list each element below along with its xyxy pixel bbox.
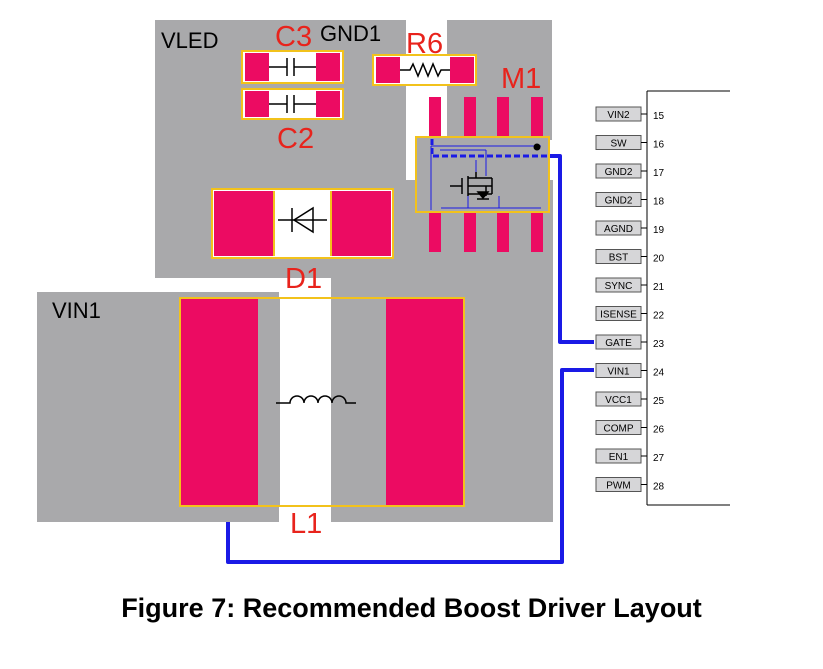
vin1-label: VIN1 <box>52 298 101 323</box>
diode-symbol-icon <box>278 206 327 234</box>
capacitor-symbol-icon <box>269 95 316 113</box>
capacitor-symbol-icon <box>269 58 316 76</box>
mosfet-symbol-icon <box>450 172 493 200</box>
ic-pin-row: BST 20 <box>595 249 665 265</box>
ic-pin-number: 19 <box>653 225 665 236</box>
ic-pin-row: GATE 23 <box>595 334 665 350</box>
ic-pin-row: VIN2 15 <box>595 106 665 122</box>
gnd1-label: GND1 <box>320 21 381 46</box>
ic-pin-number: 21 <box>653 282 665 293</box>
ic-pin-row: VCC1 25 <box>595 391 665 407</box>
ic-pin-row: VIN1 24 <box>595 363 665 379</box>
ic-pin-row: COMP 26 <box>595 420 665 436</box>
r6-ref-label: R6 <box>406 28 443 60</box>
capacitor-c2 <box>241 88 344 120</box>
ic-pin-row: SW 16 <box>595 135 665 151</box>
ic-pin-row: ISENSE 22 <box>595 306 665 322</box>
ic-pin-row: PWM 28 <box>595 477 665 493</box>
ic-pin-name: PWM <box>606 481 630 492</box>
d1-ref-label: D1 <box>285 263 322 295</box>
resistor-symbol-icon <box>400 62 450 78</box>
c2-pad-left <box>245 91 269 117</box>
capacitor-c3 <box>241 50 344 84</box>
ic-pin-number: 16 <box>653 140 665 151</box>
l1-ref-label: L1 <box>290 508 322 540</box>
m1-gate-dashed-trace <box>430 139 552 158</box>
resistor-r6 <box>372 54 477 86</box>
ic-pin-name: VIN2 <box>607 110 630 121</box>
l1-pad-right <box>386 299 463 505</box>
ic-pin-name: GND2 <box>605 167 633 178</box>
r6-pad-right <box>450 57 474 83</box>
m1-body <box>415 136 550 213</box>
ic-pin-name: VIN1 <box>607 367 630 378</box>
ic-pin-row: GND2 17 <box>595 163 665 179</box>
vin1-sense-trace <box>226 368 594 564</box>
ic-pin-number: 24 <box>653 368 665 379</box>
ic-pin-number: 18 <box>653 197 665 208</box>
diode-d1 <box>211 188 394 259</box>
inductor-symbol-icon <box>276 395 356 404</box>
c3-pad-left <box>245 53 269 81</box>
ic-pin-name: AGND <box>604 224 633 235</box>
r6-pad-left <box>376 57 400 83</box>
ic-pin-number: 22 <box>653 311 665 322</box>
c2-pad-right <box>316 91 340 117</box>
ic-pin-name: EN1 <box>609 452 629 463</box>
ic-pin-number: 27 <box>653 453 665 464</box>
ic-pin-number: 23 <box>653 339 665 350</box>
ic-pin-row: AGND 19 <box>595 220 665 236</box>
ic-pin-number: 25 <box>653 396 665 407</box>
m1-top-pins <box>429 97 543 139</box>
ic-pin-row: EN1 27 <box>595 448 665 464</box>
m1-bottom-pins <box>429 210 543 252</box>
ic-pin-name: VCC1 <box>605 395 632 406</box>
d1-pad-right <box>331 191 391 256</box>
ic-pin-row: GND2 18 <box>595 192 665 208</box>
ic-pin-name: COMP <box>604 424 634 435</box>
ic-pin-number: 26 <box>653 425 665 436</box>
ic-pin-name: SYNC <box>605 281 633 292</box>
ic-pin-name: GATE <box>605 338 632 349</box>
ic-outline <box>646 90 730 506</box>
figure-caption: Figure 7: Recommended Boost Driver Layou… <box>121 593 702 623</box>
vled-label: VLED <box>161 28 218 53</box>
m1-ref-label: M1 <box>501 63 541 95</box>
inductor-l1 <box>179 297 465 507</box>
ic-pin-name: BST <box>609 253 628 264</box>
ic-pin-number: 20 <box>653 254 665 265</box>
m1-pin1-dot <box>533 143 541 151</box>
ic-pin-number: 15 <box>653 111 665 122</box>
gate-drive-trace <box>550 154 594 344</box>
ic-pin-name: ISENSE <box>600 310 637 321</box>
d1-pad-left <box>214 191 274 256</box>
ic-pin-name: SW <box>610 139 627 150</box>
c2-ref-label: C2 <box>277 123 314 155</box>
l1-pad-left <box>181 299 258 505</box>
ic-pin-row: SYNC 21 <box>595 277 665 293</box>
ic-pin-name: GND2 <box>605 196 633 207</box>
ic-pin-number: 17 <box>653 168 665 179</box>
c3-ref-label: C3 <box>275 21 312 53</box>
c3-pad-right <box>316 53 340 81</box>
ic-pin-number: 28 <box>653 482 665 493</box>
mosfet-m1 <box>415 97 552 252</box>
